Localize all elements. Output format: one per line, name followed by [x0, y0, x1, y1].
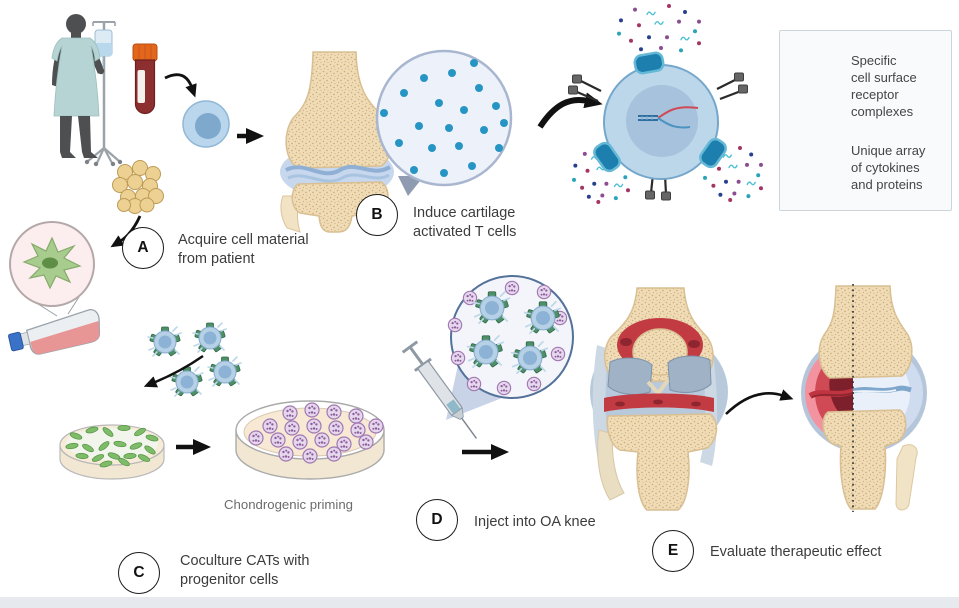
culture-flask — [8, 309, 101, 355]
step-caption-c: Coculture CATs with progenitor cells — [180, 553, 310, 588]
legend-item-cytokines-label: Unique array of cytokines and proteins — [851, 143, 926, 192]
surface-receptor-complexes — [593, 51, 727, 173]
hospital-gown — [51, 37, 101, 117]
step-caption-b: Induce cartilage activated T cells — [413, 205, 517, 240]
patient-figure — [51, 14, 123, 167]
dna-strand-icon — [638, 106, 699, 129]
cat-cells-group — [147, 322, 242, 397]
footer-bar — [0, 597, 959, 608]
msc-magnified-view — [9, 221, 95, 317]
step-caption-a: Acquire cell material from patient — [178, 232, 309, 267]
tcell-magnified-view — [375, 49, 513, 196]
blood-tube — [132, 43, 158, 115]
activated-tcell-large — [568, 4, 763, 204]
flow-arrow-knee-to-knee — [725, 389, 794, 415]
tcell-dots — [380, 59, 508, 177]
adipose-cell-cluster — [112, 160, 164, 214]
comparison-knee-illustration — [801, 284, 927, 512]
step-caption-e: Evaluate therapeutic effect — [710, 544, 882, 560]
step-badge-e: E — [652, 530, 694, 572]
healthy-knee-illustration — [280, 51, 394, 233]
injection-magnified-view — [446, 275, 574, 420]
flow-arrow-cats-to-dish — [143, 355, 204, 388]
legend-item-receptors-label: Specific cell surface receptor complexes — [851, 53, 917, 119]
step-caption-d: Inject into OA knee — [474, 514, 596, 530]
step-badge-b: B — [356, 194, 398, 236]
isolated-cell — [182, 100, 230, 148]
progenitor-dish — [59, 424, 165, 480]
primed-dish — [235, 400, 385, 480]
step-badge-d: D — [416, 499, 458, 541]
flow-arrow-to-activated-tcell — [537, 92, 603, 129]
oa-knee-illustration — [590, 287, 728, 511]
step-badge-c: C — [118, 552, 160, 594]
cytokine-cloud-top — [617, 4, 701, 56]
step-badge-a: A — [122, 227, 164, 269]
chondrogenic-priming-label: Chondrogenic priming — [224, 497, 354, 512]
syringe — [401, 340, 477, 439]
flow-arrow-tube-to-cell — [164, 73, 197, 98]
legend-box — [779, 30, 952, 211]
